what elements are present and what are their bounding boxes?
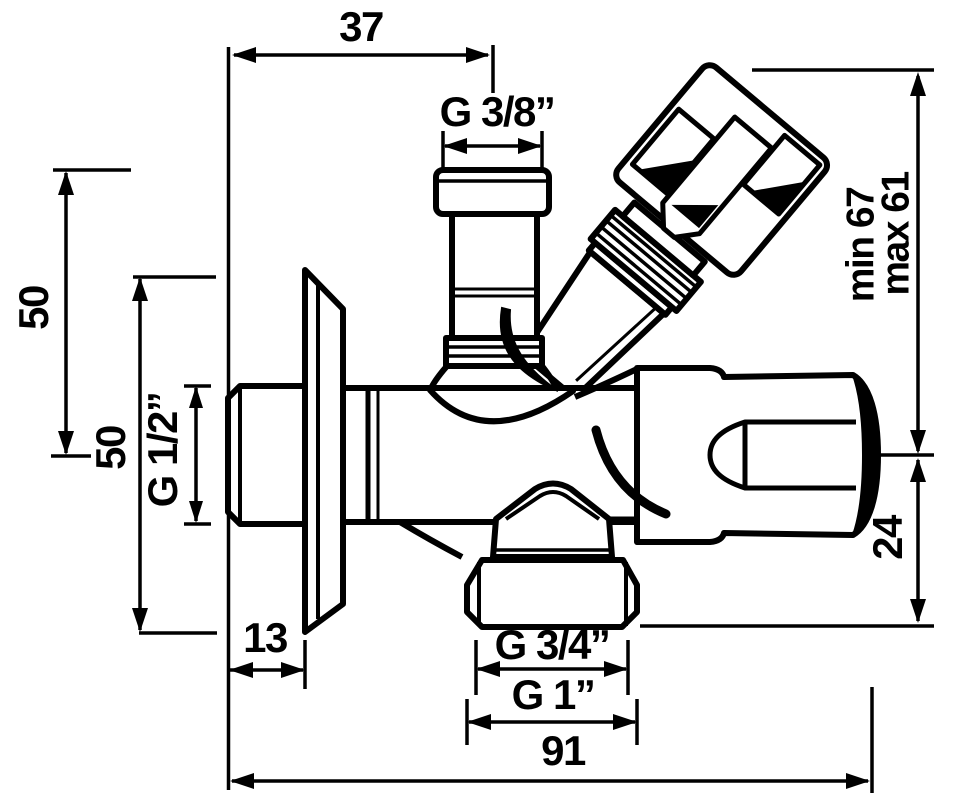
- dim-label-g34: G 3/4”: [494, 621, 611, 668]
- dim-label-91: 91: [541, 727, 586, 774]
- spout-inner-slot: [707, 419, 748, 491]
- bottom-outlet-nut: [464, 557, 640, 630]
- dim-label-g38: G 3/8”: [439, 88, 556, 135]
- dim-label-max61: max 61: [874, 172, 918, 296]
- valve-body: [340, 385, 643, 525]
- dim-label-13: 13: [243, 614, 288, 661]
- dim-label-g1: G 1”: [511, 671, 596, 718]
- dimension-arrowheads: [58, 47, 926, 789]
- spout-end-cap: [852, 374, 879, 536]
- top-outlet-collar: [443, 335, 545, 369]
- dim-label-37: 37: [339, 3, 384, 50]
- top-outlet: [427, 167, 560, 393]
- inlet-thread-block: [225, 383, 308, 527]
- dim-label-50-inner: 50: [87, 426, 134, 470]
- bottom-outlet: [398, 480, 640, 630]
- intersection-shadow: [499, 306, 559, 392]
- dim-label-24: 24: [864, 516, 911, 560]
- dim-label-g12: G 1/2”: [139, 392, 186, 508]
- dim-label-50-outer: 50: [10, 286, 57, 330]
- junction-fillets: [427, 387, 671, 519]
- top-outlet-nut: [433, 167, 552, 217]
- hose-connector-assembly: [519, 62, 831, 401]
- wall-flange: [302, 267, 346, 635]
- top-outlet-pipe: [449, 211, 540, 341]
- bottom-outlet-dome: [490, 480, 615, 560]
- right-spout: [573, 365, 881, 545]
